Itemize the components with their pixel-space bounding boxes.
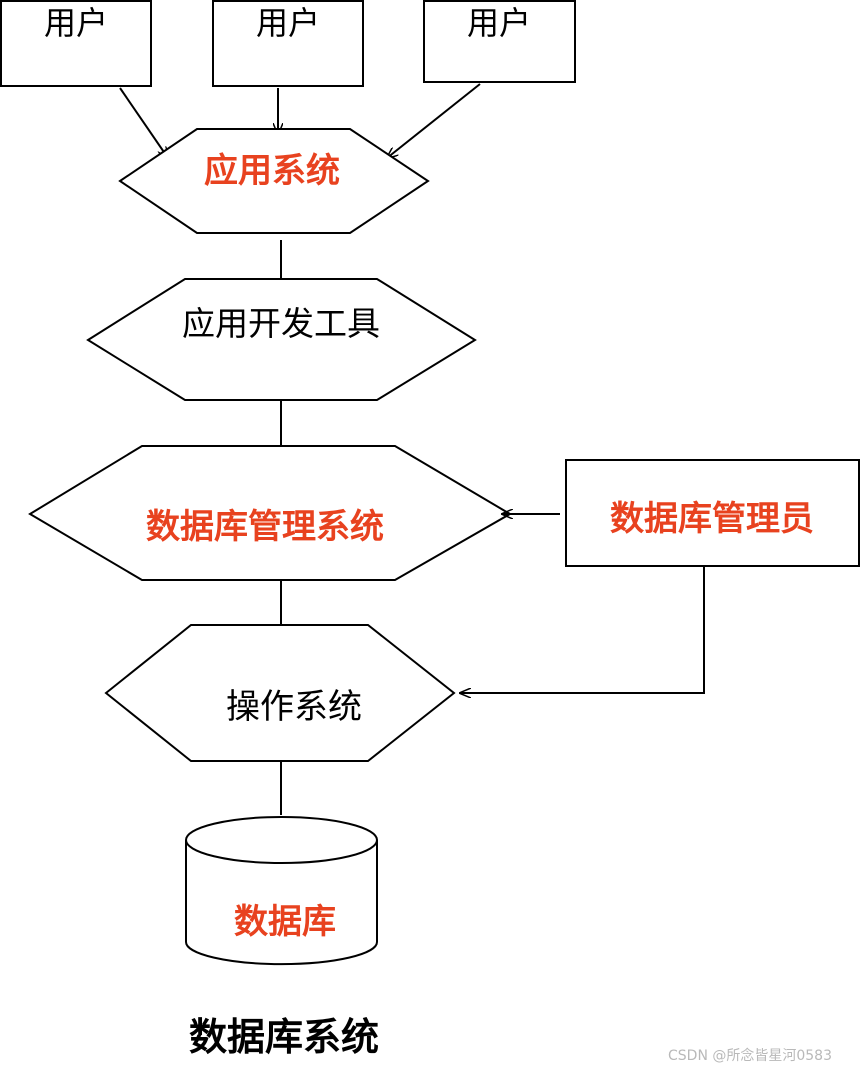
database-label: 数据库 [234, 902, 336, 942]
user-box-2 [212, 0, 364, 87]
app-system-hexagon [118, 128, 430, 234]
dbms-label: 数据库管理系统 [146, 507, 384, 547]
dba-box [565, 459, 860, 567]
user-label-1: 用户 [44, 4, 108, 42]
dev-tools-label: 应用开发工具 [182, 304, 380, 343]
arrow-user3-to-app [387, 83, 481, 158]
database-cylinder [185, 816, 378, 966]
user-label-2: 用户 [256, 4, 320, 42]
app-system-label: 应用系统 [204, 151, 340, 191]
diagram-caption: 数据库系统 [189, 1014, 379, 1059]
watermark: CSDN @所念皆星河0583 [668, 1048, 832, 1064]
user-label-3: 用户 [467, 4, 531, 42]
user-box-1 [0, 0, 152, 87]
user-box-3 [423, 0, 576, 83]
dev-tools-hexagon [86, 278, 477, 401]
arrow-user1-to-app [119, 87, 168, 158]
os-hexagon [104, 624, 456, 762]
arrow-dba-to-os [460, 566, 705, 693]
dba-label: 数据库管理员 [610, 499, 814, 539]
os-label: 操作系统 [226, 687, 362, 727]
